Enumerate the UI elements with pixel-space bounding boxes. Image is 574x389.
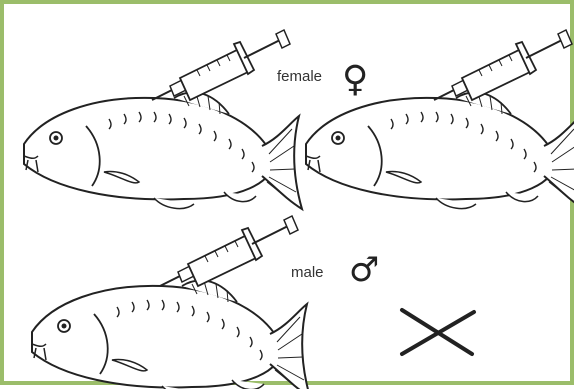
cross-mark	[402, 310, 474, 354]
fish-bottom-left	[32, 280, 310, 389]
fish-top-right	[306, 92, 574, 209]
syringe-top-right	[434, 30, 572, 100]
syringe-top-left	[152, 30, 290, 100]
fish-injection-diagram	[4, 4, 574, 389]
fish-top-left	[24, 92, 302, 209]
syringe-bottom-left	[160, 216, 298, 286]
female-label: female	[277, 68, 322, 85]
female-symbol-icon: ♀	[342, 62, 368, 98]
male-symbol-icon: ♂	[349, 253, 379, 287]
male-label: male	[291, 264, 324, 281]
